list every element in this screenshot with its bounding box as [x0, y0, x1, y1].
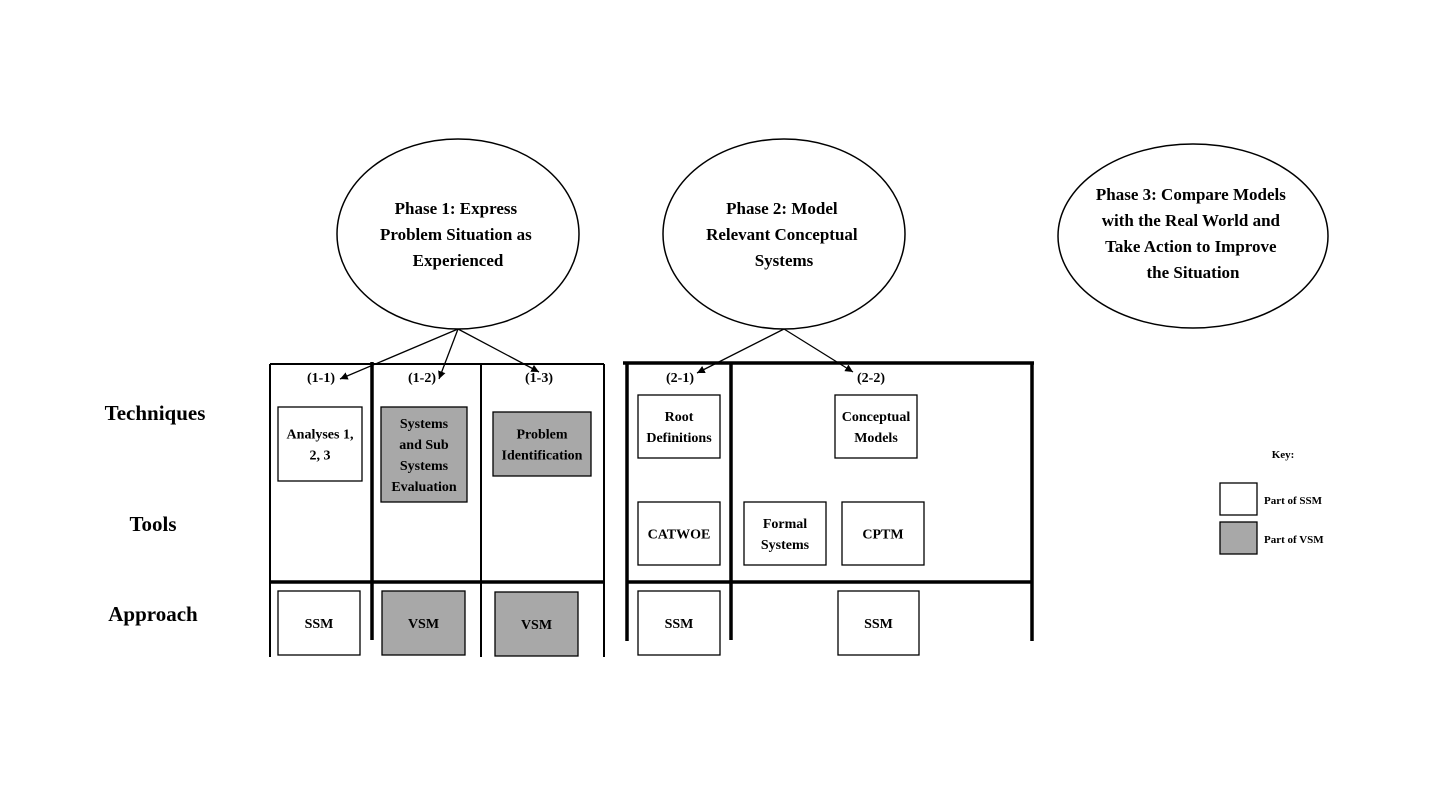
box-label-line: CPTM	[862, 527, 903, 542]
arrow-to-2-1	[696, 328, 785, 374]
legend-label-vsm: Part of VSM	[1264, 534, 1324, 546]
phase-3-ellipse	[1057, 143, 1329, 329]
phase-3-label: Phase 3: Compare Models with the Real Wo…	[1096, 185, 1290, 282]
box-rect	[277, 590, 361, 656]
box-label-line: Identification	[502, 448, 583, 463]
box-label-line: Problem	[516, 427, 567, 442]
legend-swatch-ssm	[1219, 482, 1258, 516]
box-rect	[637, 501, 721, 566]
phase-3-node: Phase 3: Compare Models with the Real Wo…	[1057, 143, 1329, 329]
box-label-line: Root	[665, 410, 694, 425]
box-label: Analyses 1, 2, 3	[287, 427, 354, 463]
box-label-line: VSM	[521, 618, 552, 633]
box-analyses: Analyses 1, 2, 3	[277, 406, 363, 482]
column-label-1-1: (1-1)	[307, 371, 335, 386]
box-appr-13: VSM	[494, 591, 579, 657]
column-label-2-2: (2-2)	[857, 371, 885, 386]
row-label-tools: Tools	[129, 512, 176, 536]
phase-1-node: Phase 1: Express Problem Situation as Ex…	[336, 138, 580, 330]
box-rect	[637, 394, 721, 459]
box-label: CATWOE	[648, 527, 711, 542]
arrow-to-1-3	[457, 328, 540, 373]
box-appr-11: SSM	[277, 590, 361, 656]
box-rect	[637, 590, 721, 656]
box-rect	[494, 591, 579, 657]
box-label-line: Models	[854, 431, 898, 446]
legend: Key: Part of SSM Part of VSM	[1219, 449, 1324, 555]
box-rect	[380, 406, 468, 503]
box-label-line: Evaluation	[391, 480, 457, 495]
column-label-1-3: (1-3)	[525, 371, 553, 386]
box-label-line: SSM	[665, 617, 694, 632]
phase-2-label: Phase 2: Model Relevant Conceptual Syste…	[706, 199, 862, 270]
arrow-to-2-2	[783, 328, 854, 373]
box-label: CPTM	[862, 527, 903, 542]
box-rect	[492, 411, 592, 477]
box-label-line: SSM	[305, 617, 334, 632]
box-label-line: Conceptual	[842, 410, 911, 425]
box-rect	[381, 590, 466, 656]
legend-label-ssm: Part of SSM	[1264, 495, 1323, 507]
arrow-to-1-2	[438, 328, 459, 380]
box-label: SSM	[305, 617, 334, 632]
box-label-line: Systems	[400, 459, 449, 474]
column-label-2-1: (2-1)	[666, 371, 694, 386]
legend-swatch-vsm	[1219, 521, 1258, 555]
box-cptm: CPTM	[841, 501, 925, 566]
box-label: VSM	[408, 617, 439, 632]
box-rect	[834, 394, 918, 459]
box-appr-12: VSM	[381, 590, 466, 656]
row-label-approach: Approach	[108, 602, 198, 626]
box-catwoe: CATWOE	[637, 501, 721, 566]
arrow-to-1-1	[339, 328, 459, 380]
box-rect	[743, 501, 827, 566]
phase-1-label: Phase 1: Express Problem Situation as Ex…	[380, 199, 536, 270]
box-label: VSM	[521, 618, 552, 633]
box-appr-21: SSM	[637, 590, 721, 656]
box-label-line: Analyses 1,	[287, 427, 354, 442]
box-label-line: Systems	[761, 538, 810, 553]
box-label: SSM	[665, 617, 694, 632]
box-rect	[841, 501, 925, 566]
box-rect	[277, 406, 363, 482]
column-label-1-2: (1-2)	[408, 371, 436, 386]
phase-1-grid	[269, 362, 605, 657]
box-label-line: SSM	[864, 617, 893, 632]
box-label-line: CATWOE	[648, 527, 711, 542]
box-label-line: VSM	[408, 617, 439, 632]
box-rect	[837, 590, 920, 656]
box-label-line: Definitions	[646, 431, 712, 446]
box-label-line: 2, 3	[310, 448, 331, 463]
box-label-line: and Sub	[399, 438, 449, 453]
row-label-techniques: Techniques	[105, 401, 206, 425]
legend-title: Key:	[1272, 449, 1295, 461]
box-appr-22: SSM	[837, 590, 920, 656]
phase-2-grid	[623, 361, 1034, 641]
box-label: SSM	[864, 617, 893, 632]
box-label-line: Formal	[763, 517, 807, 532]
phase-2-node: Phase 2: Model Relevant Conceptual Syste…	[662, 138, 906, 330]
box-label-line: Systems	[400, 417, 449, 432]
